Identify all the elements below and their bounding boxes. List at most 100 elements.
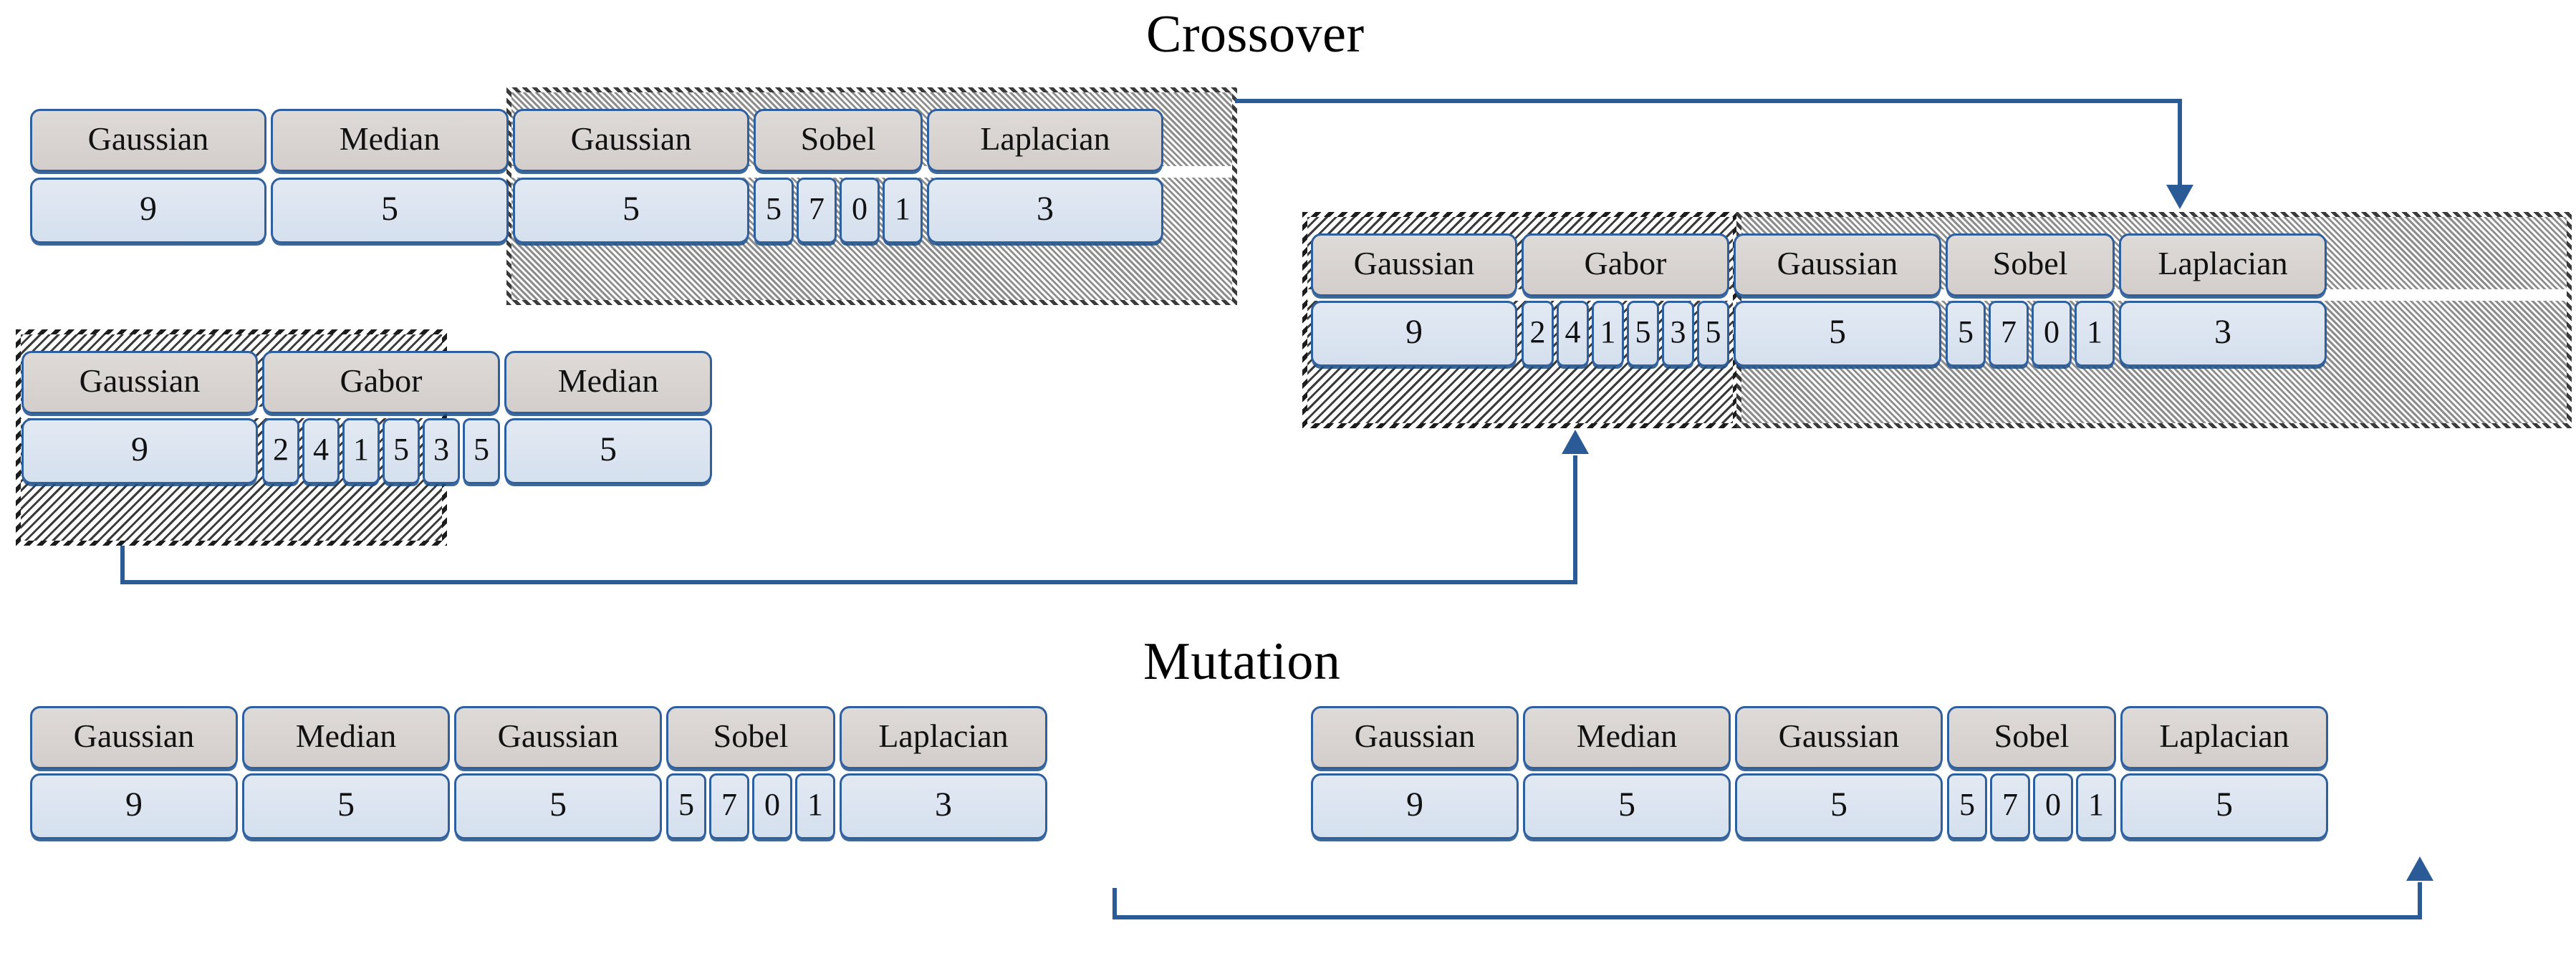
gene-value-cell: 5 — [2120, 773, 2328, 839]
gene-value-label: 5 — [1635, 314, 1651, 349]
gene-value-label: 1 — [353, 432, 369, 467]
gene-value-cell: 1 — [1592, 301, 1624, 367]
gene-value-cell: 1 — [883, 178, 923, 243]
gene-value-cell: 3 — [840, 773, 1047, 839]
gene-name-label: Gaussian — [73, 718, 195, 754]
gene-name-label: Gabor — [1584, 245, 1667, 281]
gene-value-label: 3 — [1670, 314, 1686, 349]
gene-value-cell: 5 — [504, 418, 712, 484]
crossover-connector-b-vertical-end — [1573, 455, 1577, 583]
gene-name-cell: Median — [504, 351, 712, 414]
gene-name-cell: Laplacian — [840, 706, 1047, 769]
gene-name-cell: Gaussian — [454, 706, 662, 769]
crossover-arrowhead-b — [1562, 430, 1589, 454]
gene-value-cell: 5 — [1947, 773, 1987, 839]
gene-name-label: Gaussian — [1353, 245, 1475, 281]
gene-name-label: Gaussian — [1778, 718, 1900, 754]
gene-name-cell: Gaussian — [1735, 706, 1943, 769]
gene-value-label: 5 — [337, 786, 355, 823]
gene-value-cell: 0 — [2033, 773, 2073, 839]
crossover-section-title: Crossover — [1146, 5, 1365, 64]
gene-value-label: 3 — [935, 786, 952, 823]
gene-value-label: 7 — [2001, 314, 2017, 349]
gene-value-cell: 3 — [1662, 301, 1694, 367]
gene-name-cell: Sobel — [666, 706, 835, 769]
gene-value-cell: 1 — [2076, 773, 2116, 839]
gene-value-cell: 9 — [1311, 301, 1517, 367]
gene-name-label: Gaussian — [87, 120, 209, 157]
gene-value-cell: 5 — [383, 418, 420, 484]
gene-value-cell: 0 — [752, 773, 792, 839]
gene-value-cell: 5 — [271, 178, 509, 243]
gene-name-label: Gabor — [340, 362, 423, 399]
gene-name-label: Sobel — [800, 120, 876, 157]
gene-value-label: 0 — [852, 191, 868, 226]
gene-name-label: Sobel — [1992, 245, 2068, 281]
gene-value-label: 5 — [2216, 786, 2233, 823]
gene-value-label: 5 — [381, 190, 398, 228]
gene-value-cell: 4 — [1557, 301, 1589, 367]
gene-value-cell: 1 — [2075, 301, 2115, 367]
gene-name-label: Gaussian — [79, 362, 201, 399]
gene-name-label: Gaussian — [497, 718, 619, 754]
gene-value-label: 5 — [474, 432, 489, 467]
gene-value-cell: 5 — [1523, 773, 1731, 839]
gene-value-cell: 2 — [262, 418, 299, 484]
gene-name-cell: Gaussian — [513, 109, 749, 172]
crossover-arrowhead-a — [2166, 185, 2193, 209]
gene-value-cell: 5 — [242, 773, 450, 839]
gene-value-label: 1 — [895, 191, 910, 226]
gene-value-label: 9 — [140, 190, 157, 228]
mutation-arrowhead — [2406, 856, 2433, 881]
gene-value-cell: 7 — [1990, 773, 2030, 839]
gene-name-cell: Sobel — [754, 109, 923, 172]
gene-value-cell: 9 — [21, 418, 258, 484]
gene-value-label: 5 — [393, 432, 409, 467]
gene-name-label: Gaussian — [1777, 245, 1898, 281]
gene-name-cell: Median — [1523, 706, 1731, 769]
gene-name-cell: Gaussian — [21, 351, 258, 414]
gene-name-label: Gaussian — [1354, 718, 1476, 754]
crossover-connector-b-vertical-start — [120, 546, 125, 584]
gene-name-cell: Gaussian — [1734, 233, 1941, 296]
gene-name-label: Laplacian — [878, 718, 1009, 754]
gene-name-label: Laplacian — [980, 120, 1110, 157]
gene-value-cell: 5 — [666, 773, 706, 839]
gene-value-label: 9 — [1405, 313, 1423, 351]
gene-name-cell: Sobel — [1946, 233, 2115, 296]
gene-name-label: Laplacian — [2158, 245, 2288, 281]
gene-value-cell: 5 — [513, 178, 749, 243]
gene-value-cell: 5 — [1946, 301, 1986, 367]
gene-value-cell: 7 — [797, 178, 837, 243]
gene-name-cell: Gabor — [1522, 233, 1729, 296]
gene-value-cell: 7 — [1989, 301, 2029, 367]
gene-value-cell: 5 — [1627, 301, 1659, 367]
gene-name-cell: Median — [242, 706, 450, 769]
gene-value-label: 9 — [1406, 786, 1423, 823]
gene-name-cell: Laplacian — [2120, 706, 2328, 769]
crossover-connector-a-vertical — [2178, 99, 2182, 188]
gene-value-label: 1 — [1600, 314, 1616, 349]
gene-value-cell: 5 — [754, 178, 794, 243]
mutation-section-title: Mutation — [1143, 632, 1341, 691]
gene-value-cell: 1 — [342, 418, 380, 484]
gene-name-cell: Sobel — [1947, 706, 2116, 769]
gene-value-label: 1 — [2087, 314, 2102, 349]
gene-value-label: 5 — [600, 430, 617, 468]
gene-value-cell: 9 — [1311, 773, 1519, 839]
gene-name-cell: Gaussian — [1311, 233, 1517, 296]
gene-value-label: 3 — [433, 432, 449, 467]
gene-value-label: 5 — [549, 786, 567, 823]
gene-value-label: 5 — [678, 787, 694, 822]
gene-value-label: 5 — [1829, 313, 1846, 351]
gene-name-label: Sobel — [1994, 718, 2070, 754]
gene-value-cell: 5 — [1734, 301, 1941, 367]
gene-value-cell: 9 — [30, 773, 238, 839]
gene-value-label: 1 — [807, 787, 823, 822]
gene-name-cell: Median — [271, 109, 509, 172]
gene-value-label: 3 — [1037, 190, 1054, 228]
crossover-connector-b-horizontal — [120, 580, 1577, 584]
gene-value-label: 5 — [1959, 787, 1975, 822]
gene-value-cell: 5 — [1697, 301, 1729, 367]
